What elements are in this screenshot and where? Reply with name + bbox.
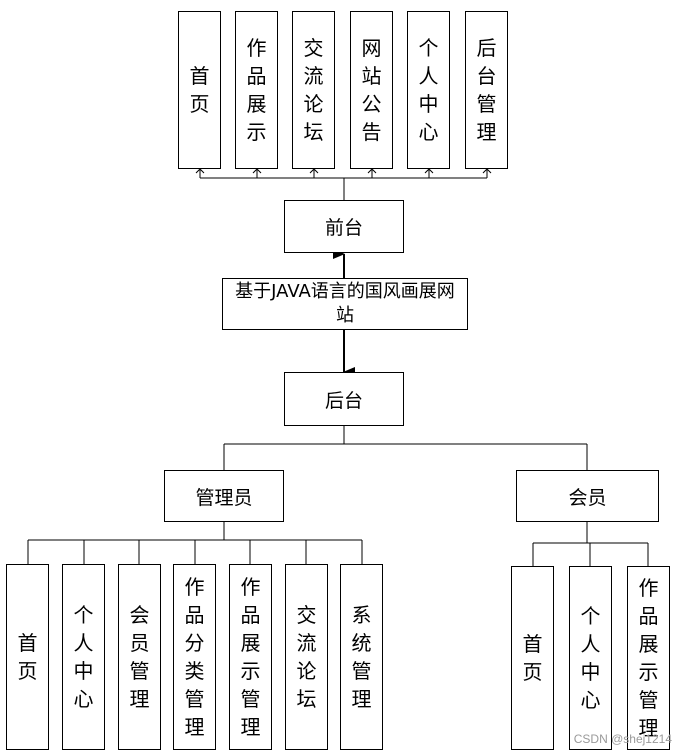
frontend-item-personal-center: 个人中心	[407, 11, 450, 169]
backend-node-label: 后台	[324, 389, 363, 412]
frontend-item-label: 网站公告	[361, 36, 382, 144]
frontend-item-label: 作品展示	[246, 36, 267, 144]
member-node: 会员	[516, 470, 659, 522]
frontend-item-label: 个人中心	[418, 36, 439, 144]
admin-item-forum: 交流论坛	[285, 564, 328, 750]
member-item-personal-center: 个人中心	[569, 566, 612, 750]
admin-item-works-display-management: 作品展示管理	[229, 564, 272, 750]
admin-item-home: 首页	[6, 564, 49, 750]
watermark: CSDN @shej1214	[573, 732, 672, 746]
admin-item-personal-center: 个人中心	[62, 564, 105, 750]
frontend-item-announcement: 网站公告	[350, 11, 393, 169]
admin-item-category-management: 作品分类管理	[173, 564, 216, 750]
admin-item-label: 作品分类管理	[184, 575, 205, 739]
member-item-home: 首页	[511, 566, 554, 750]
admin-item-system-management: 系统管理	[340, 564, 383, 750]
frontend-item-forum: 交流论坛	[292, 11, 335, 169]
member-item-label: 作品展示管理	[638, 576, 659, 740]
admin-item-label: 首页	[17, 631, 38, 683]
member-item-works-display-management: 作品展示管理	[627, 566, 670, 750]
frontend-node: 前台	[284, 200, 404, 253]
member-item-label: 首页	[522, 632, 543, 684]
frontend-node-label: 前台	[324, 217, 363, 239]
frontend-item-home: 首页	[178, 11, 221, 169]
frontend-item-label: 首页	[189, 64, 210, 116]
admin-item-member-management: 会员管理	[118, 564, 161, 750]
admin-node-label: 管理员	[195, 486, 253, 509]
admin-item-label: 作品展示管理	[240, 575, 261, 739]
admin-item-label: 交流论坛	[296, 603, 317, 711]
center-node: 基于JAVA语言的国风画展网站	[222, 278, 468, 330]
member-node-label: 会员	[568, 486, 607, 509]
admin-item-label: 个人中心	[73, 603, 94, 711]
frontend-item-admin-panel: 后台管理	[465, 11, 508, 169]
center-node-label: 基于JAVA语言的国风画展网站	[235, 281, 455, 326]
admin-item-label: 系统管理	[351, 603, 372, 711]
frontend-item-label: 交流论坛	[303, 36, 324, 144]
frontend-item-label: 后台管理	[476, 36, 497, 144]
frontend-item-works-display: 作品展示	[235, 11, 278, 169]
backend-node: 后台	[284, 372, 404, 426]
admin-item-label: 会员管理	[129, 603, 150, 711]
member-item-label: 个人中心	[580, 604, 601, 712]
admin-node: 管理员	[164, 470, 284, 522]
